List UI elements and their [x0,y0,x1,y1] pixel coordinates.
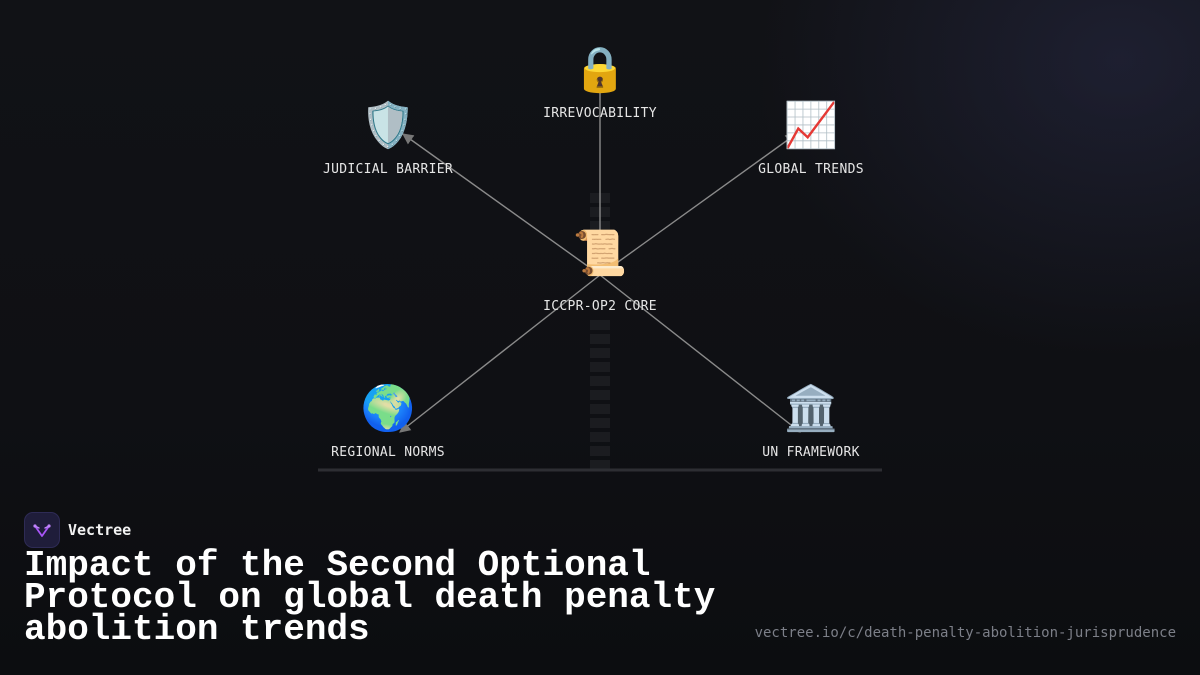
brand-name: Vectree [68,521,132,539]
scroll-icon: 📜 [572,228,628,279]
edge-center-to-regional-norms [399,274,601,433]
edge-center-to-global-trends [599,133,797,276]
classical-building-icon: 🏛️ [783,383,839,434]
node-label-global-trends: GLOBAL TRENDS [758,162,864,177]
globe-icon: 🌍 [360,383,416,434]
shield-icon: 🛡️ [360,100,416,151]
chart-increasing-icon: 📈 [783,100,839,151]
lock-icon: 🔒 [572,44,628,95]
page-url: vectree.io/c/death-penalty-abolition-jur… [754,625,1176,641]
node-label-judicial-barrier: JUDICIAL BARRIER [322,162,454,177]
node-label-irrevocability: IRREVOCABILITY [543,106,657,121]
center-node-label: ICCPR-OP2 CORE [543,299,657,314]
brand: Vectree [24,512,131,548]
vectree-logo-icon [33,524,51,537]
page-title: Impact of the Second Optional Protocol o… [24,545,716,650]
node-label-un-framework: UN FRAMEWORK [762,445,860,460]
edge-center-to-un-framework [599,274,801,433]
edge-center-to-judicial-barrier [402,133,601,276]
brand-logo [24,512,60,548]
node-label-regional-norms: REGIONAL NORMS [331,445,445,460]
